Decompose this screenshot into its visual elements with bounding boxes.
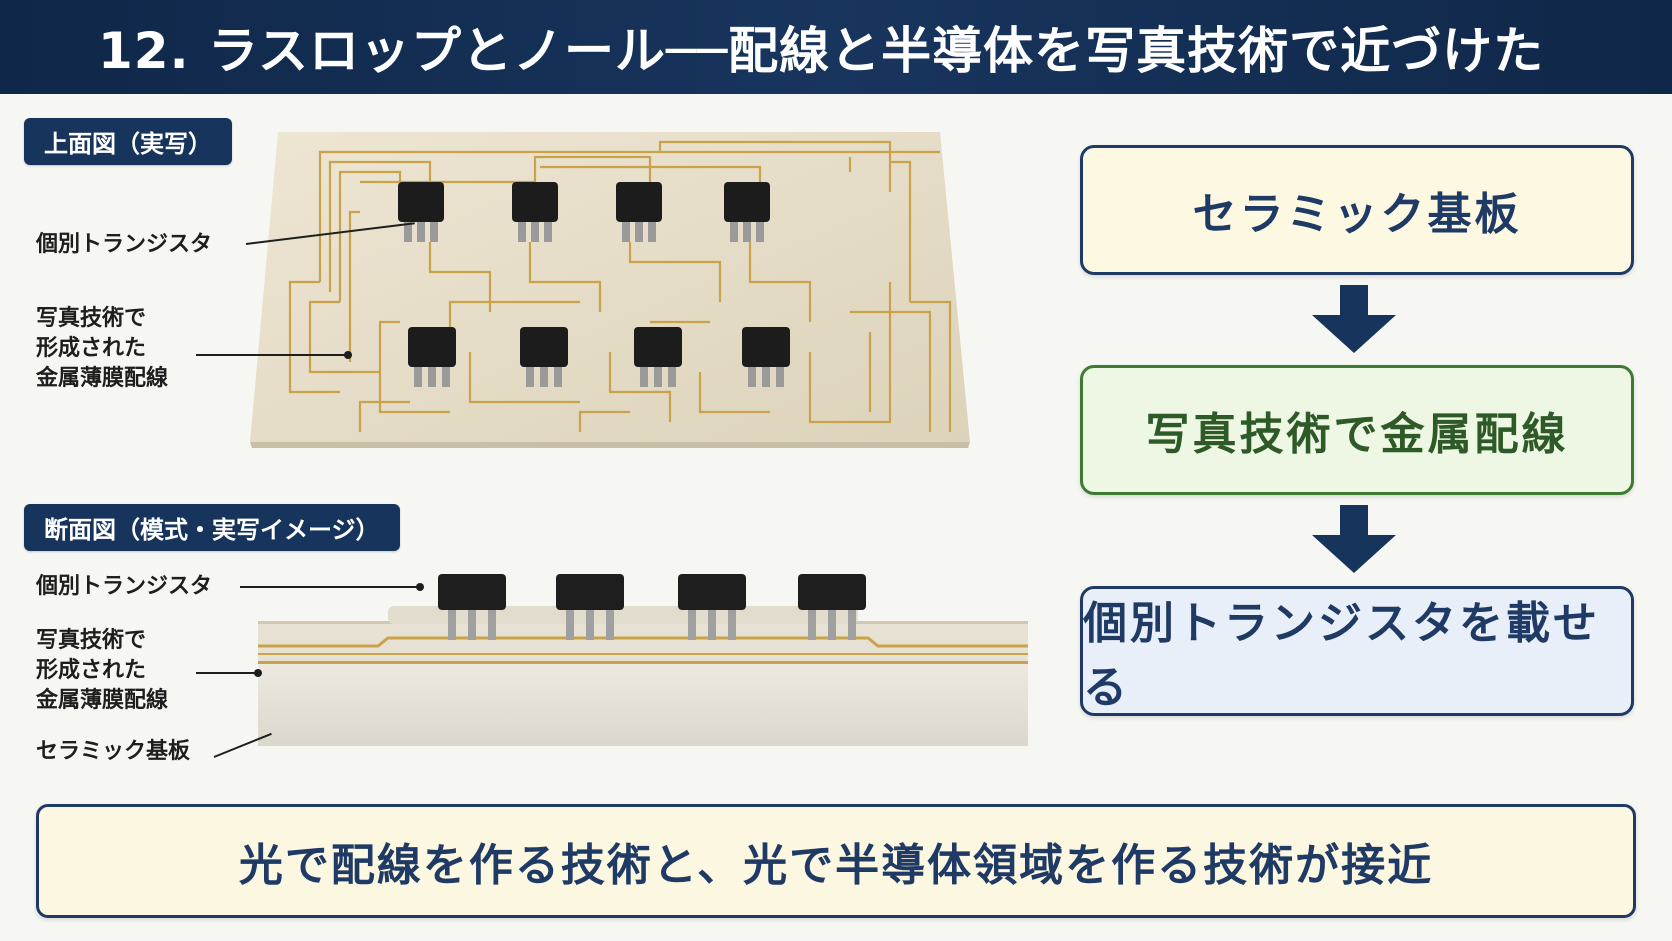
section-transistor-dot bbox=[416, 583, 424, 591]
transistor-bottom-row bbox=[408, 327, 790, 387]
cross-section-image bbox=[258, 566, 1028, 746]
top-view-board-image bbox=[250, 132, 1030, 478]
cross-section-illustration bbox=[258, 574, 1028, 746]
flow-step-mount-transistors: 個別トランジスタを載せる bbox=[1080, 586, 1634, 716]
flow-step-photo-wiring: 写真技術で金属配線 bbox=[1080, 365, 1634, 495]
down-arrow-icon bbox=[1312, 505, 1396, 573]
top-transistor-label: 個別トランジスタ bbox=[36, 232, 213, 257]
top-wiring-dot bbox=[344, 351, 352, 359]
section-wiring-label: 写真技術で 形成された 金属薄膜配線 bbox=[36, 628, 169, 713]
circuit-board-top-illustration bbox=[250, 132, 970, 448]
top-view-tag: 上面図（実写） bbox=[24, 118, 232, 165]
page-title: 12. ラスロップとノール──配線と半導体を写真技術で近づけた bbox=[98, 22, 1545, 80]
section-wiring-leader bbox=[196, 672, 256, 674]
summary-text: 光で配線を作る技術と、光で半導体領域を作る技術が接近 bbox=[238, 840, 1434, 891]
section-substrate-label: セラミック基板 bbox=[36, 739, 191, 764]
top-wiring-leader bbox=[196, 354, 346, 356]
section-transistor-leader bbox=[240, 586, 418, 588]
cross-section-tag: 断面図（模式・実写イメージ） bbox=[24, 504, 400, 551]
transistor-top-row bbox=[398, 182, 770, 242]
top-wiring-label: 写真技術で 形成された 金属薄膜配線 bbox=[36, 306, 169, 391]
flow-step-ceramic-substrate: セラミック基板 bbox=[1080, 145, 1634, 275]
section-wiring-dot bbox=[254, 669, 262, 677]
title-bar: 12. ラスロップとノール──配線と半導体を写真技術で近づけた bbox=[0, 0, 1672, 94]
section-transistor-label: 個別トランジスタ bbox=[36, 574, 213, 599]
summary-banner: 光で配線を作る技術と、光で半導体領域を作る技術が接近 bbox=[36, 804, 1636, 918]
down-arrow-icon bbox=[1312, 285, 1396, 353]
